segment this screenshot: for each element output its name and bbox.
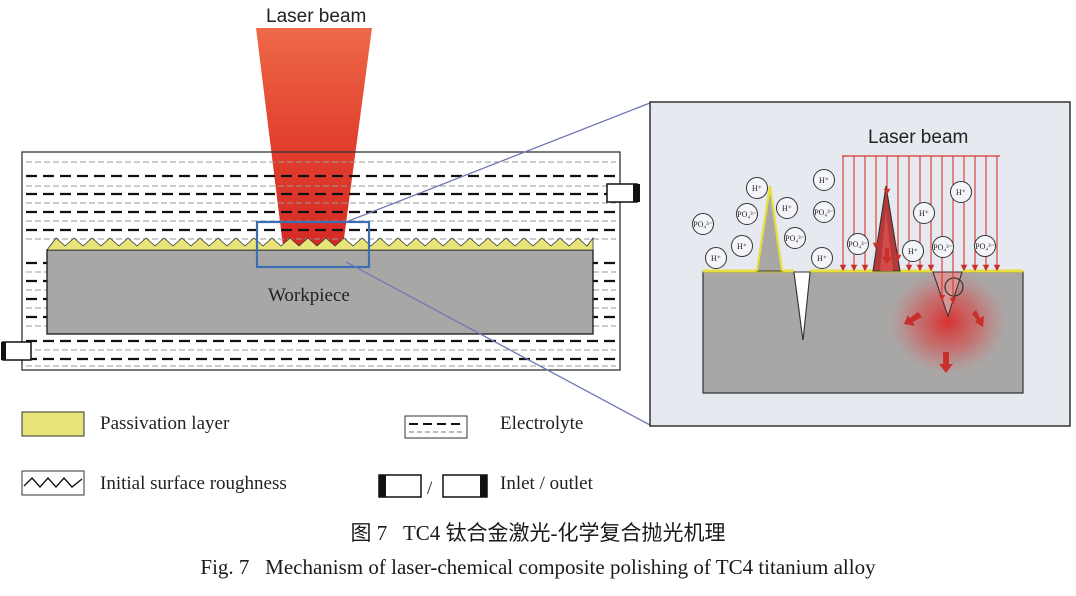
outlet-port	[606, 183, 638, 203]
inlet-port-cap	[1, 342, 6, 360]
ion-circle	[902, 240, 924, 262]
peak-passivation-left	[755, 185, 784, 272]
ion-label: H⁺	[752, 184, 762, 193]
ion-label: H⁺	[711, 254, 721, 263]
arrow-left	[904, 312, 922, 326]
ion-label: PO₄³⁻	[693, 220, 713, 229]
legend-outlet-cap	[480, 475, 487, 497]
legend: Passivation layer Electrolyte Initial su…	[21, 411, 594, 499]
ion-label: H⁺	[782, 204, 792, 213]
ion-label: PO₄³⁻	[848, 240, 868, 249]
caption-english: Fig. 7 Mechanism of laser-chemical compo…	[200, 555, 876, 579]
laser-chemical-polishing-diagram: Laser beam Workpiece	[1, 6, 1071, 499]
ions: H⁺ H⁺ H⁺ H⁺ H⁺ H⁺ H⁺ H⁺ H⁺ PO₄³⁻ PO₄³⁻ PO₄³⁻ PO₄³⁻ PO…	[692, 169, 996, 269]
peak-dissolving-core	[880, 210, 893, 271]
passivation-layer-overview	[46, 236, 594, 251]
ion-circle	[692, 213, 714, 235]
legend-roughness-label: Initial surface roughness	[100, 473, 287, 494]
surface-valley-left	[793, 271, 811, 341]
caption-chinese: 图 7 TC4 钛合金激光-化学复合抛光机理	[350, 521, 726, 545]
ion-label: H⁺	[817, 254, 827, 263]
overview-panel: Laser beam Workpiece	[1, 6, 640, 371]
ion-label: H⁺	[908, 247, 918, 256]
ion-label: H⁺	[956, 188, 966, 197]
ion-circle	[932, 236, 954, 258]
outlet-port-cap	[633, 184, 640, 202]
zoom-connector-bottom	[345, 261, 651, 426]
legend-passivation-label: Passivation layer	[100, 413, 230, 434]
ion-label: H⁺	[819, 176, 829, 185]
ion-circle	[784, 227, 806, 249]
laser-beam-cone	[256, 28, 372, 246]
ion-circle	[731, 235, 753, 257]
workpiece-block	[46, 249, 594, 335]
ion-circle	[705, 247, 727, 269]
ion-label: PO₄³⁻	[814, 208, 834, 217]
legend-electrolyte-swatch	[404, 415, 468, 439]
inset-laser-beam-label: Laser beam	[868, 127, 968, 148]
ion-circle	[974, 235, 996, 257]
ion-label: H⁺	[737, 242, 747, 251]
arrow-peak	[882, 248, 892, 264]
ion-circle	[913, 202, 935, 224]
ion-circle	[813, 169, 835, 191]
legend-inlet-cap	[379, 475, 386, 497]
dissolution-arrows	[882, 248, 984, 373]
legend-electrolyte-label: Electrolyte	[500, 413, 583, 434]
bubble	[944, 277, 964, 297]
zoom-frame	[255, 220, 371, 269]
legend-passivation-swatch	[21, 411, 85, 437]
arrow-right	[972, 310, 984, 327]
zoom-connector-top	[345, 102, 651, 223]
ion-circle	[813, 201, 835, 223]
workpiece-label: Workpiece	[268, 285, 350, 306]
ion-label: PO₄³⁻	[933, 243, 953, 252]
arrow-down	[939, 352, 953, 373]
legend-roughness-zigzag	[23, 476, 83, 489]
ion-circle	[811, 247, 833, 269]
ion-circle	[950, 181, 972, 203]
laser-rays	[839, 155, 1001, 305]
ion-circle	[776, 197, 798, 219]
zoom-inset-panel: Laser beam H⁺ H⁺ H⁺ H⁺ H⁺ H⁺ H⁺ H⁺ H⁺ PO₄³⁻ PO₄³⁻ P…	[649, 101, 1071, 427]
electrolyte-tank	[21, 151, 621, 371]
heat-affected-zone	[890, 270, 1006, 374]
ion-label: PO₄³⁻	[785, 234, 805, 243]
laser-beam-label: Laser beam	[266, 6, 366, 27]
ion-circle	[736, 203, 758, 225]
legend-inlet-outlet-label: Inlet / outlet	[500, 473, 594, 494]
ion-circle	[746, 177, 768, 199]
ion-circle	[847, 233, 869, 255]
ion-label: H⁺	[919, 209, 929, 218]
ion-label: PO₄³⁻	[737, 210, 757, 219]
inlet-port	[2, 341, 32, 361]
legend-slash: /	[427, 478, 433, 499]
ion-label: PO₄³⁻	[975, 242, 995, 251]
